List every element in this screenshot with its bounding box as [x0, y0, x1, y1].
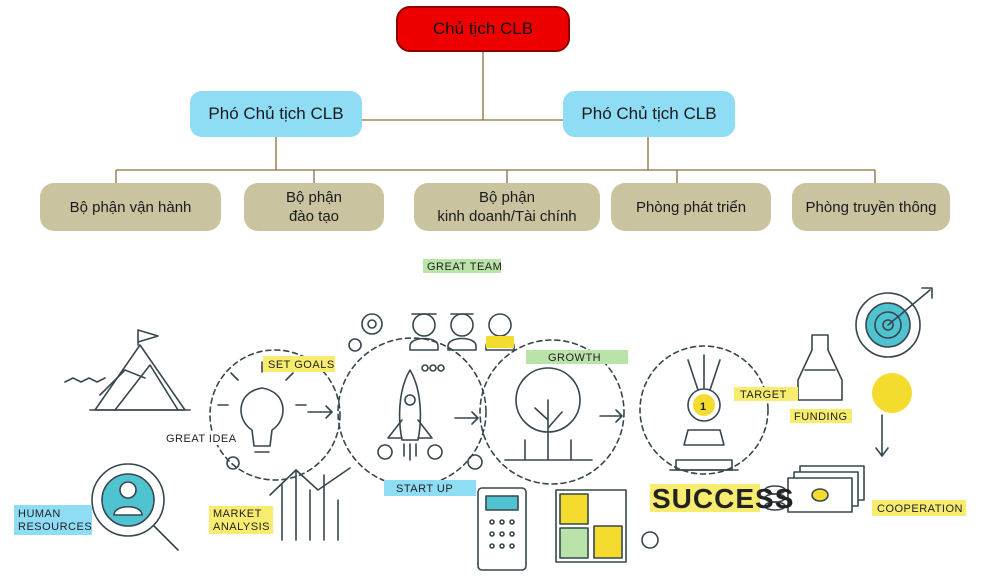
calculator-icon: [477, 487, 527, 571]
vice-chairman-box-left: Phó Chủ tịch CLB: [190, 91, 362, 137]
small-dots: [421, 364, 445, 372]
wave-squiggle: [64, 377, 106, 383]
vice-chairman-box-right: Phó Chủ tịch CLB: [563, 91, 735, 137]
medal-fill: [693, 394, 715, 416]
medal-number: 1: [700, 401, 706, 413]
dept-label-operations: Bộ phận vận hành: [69, 198, 192, 216]
arrow-right-icon: [599, 409, 623, 423]
dept-box-operations: Bộ phận vận hành: [40, 183, 221, 231]
label-set-goals-text: SET GOALS: [268, 359, 335, 371]
dept-label-communications: Phòng truyền thông: [805, 198, 937, 216]
dept-label-training: Bộ phận đào tạo: [286, 189, 342, 225]
vice-chairman-label-right: Phó Chủ tịch CLB: [581, 104, 717, 123]
chairman-box: Chủ tịch CLB: [396, 6, 570, 52]
label-start-up-text: START UP: [396, 483, 453, 495]
label-market-analysis-line2: ANALYSIS: [213, 521, 270, 533]
gear-icon: [361, 313, 383, 335]
lightbulb-icon: [217, 361, 307, 453]
label-market-analysis: MARKET ANALYSIS: [209, 506, 273, 534]
magnifier-person-icon: [91, 463, 179, 551]
startup-illustration: GREAT TEAM SET GOALS GROWTH TARGET FUNDI…: [14, 259, 966, 571]
label-start-up: START UP: [384, 480, 476, 496]
chairman-label: Chủ tịch CLB: [432, 19, 534, 38]
flask-icon: [797, 334, 843, 401]
idea-dashed-circle: [209, 349, 341, 481]
target-icon: [855, 287, 933, 358]
growth-tree-icon: [504, 367, 593, 461]
money-stack-icon: [787, 465, 865, 513]
label-human-resources: HUMAN RESOURCES: [14, 505, 92, 535]
arrow-right-icon: [307, 405, 333, 419]
label-great-idea-text: GREAT IDEA: [166, 433, 237, 445]
label-success: SUCCESS: [650, 483, 794, 514]
gear-icon: [226, 456, 240, 470]
dept-box-development: Phòng phát triển: [611, 183, 771, 231]
team-people-icon: [409, 313, 515, 351]
gear-icon: [467, 454, 483, 470]
puzzle-icon: [555, 489, 627, 563]
label-growth-text: GROWTH: [548, 352, 601, 364]
label-great-team-text: GREAT TEAM: [427, 261, 502, 273]
success-dashed-circle: [639, 345, 769, 475]
gear-icon: [348, 338, 362, 352]
dept-label-development: Phòng phát triển: [635, 198, 747, 216]
trophy-icon: [669, 354, 739, 471]
funding-coin-fill: [872, 373, 912, 413]
org-chart: Chủ tịch CLB Phó Chủ tịch CLB Phó Chủ tị…: [0, 0, 983, 240]
rocket-dashed-circle: [337, 337, 487, 487]
label-cooperation: COOPERATION: [872, 500, 966, 516]
label-great-idea: GREAT IDEA: [163, 431, 237, 445]
team-shirt-highlight: [486, 336, 514, 348]
arrow-down-icon: [875, 414, 889, 457]
label-human-resources-line1: HUMAN: [18, 508, 61, 520]
label-great-team: GREAT TEAM: [423, 259, 502, 273]
growth-dashed-circle: [479, 339, 625, 485]
coins-icon: [764, 485, 786, 511]
label-growth: GROWTH: [526, 350, 628, 364]
arrow-right-icon: [454, 411, 479, 425]
gear-icon: [641, 531, 659, 549]
label-success-text: SUCCESS: [652, 483, 794, 514]
org-connectors: [115, 52, 876, 183]
label-set-goals: SET GOALS: [263, 356, 335, 372]
label-human-resources-line2: RESOURCES: [18, 521, 92, 533]
dept-box-business-finance: Bộ phận kinh doanh/Tài chính: [414, 183, 600, 231]
dept-label-business-finance: Bộ phận kinh doanh/Tài chính: [437, 189, 577, 225]
dept-box-training: Bộ phận đào tạo: [244, 183, 384, 231]
label-target-text: TARGET: [740, 389, 787, 401]
label-market-analysis-line1: MARKET: [213, 508, 262, 520]
vice-chairman-label-left: Phó Chủ tịch CLB: [208, 104, 344, 123]
label-funding-text: FUNDING: [794, 411, 848, 423]
dept-box-communications: Phòng truyền thông: [792, 183, 950, 231]
label-target: TARGET: [734, 387, 798, 401]
market-analysis-chart-icon: [269, 467, 351, 541]
rocket-icon: [377, 369, 443, 461]
label-cooperation-text: COOPERATION: [877, 503, 963, 515]
label-funding: FUNDING: [790, 409, 852, 423]
mountain-icon: [89, 329, 191, 411]
